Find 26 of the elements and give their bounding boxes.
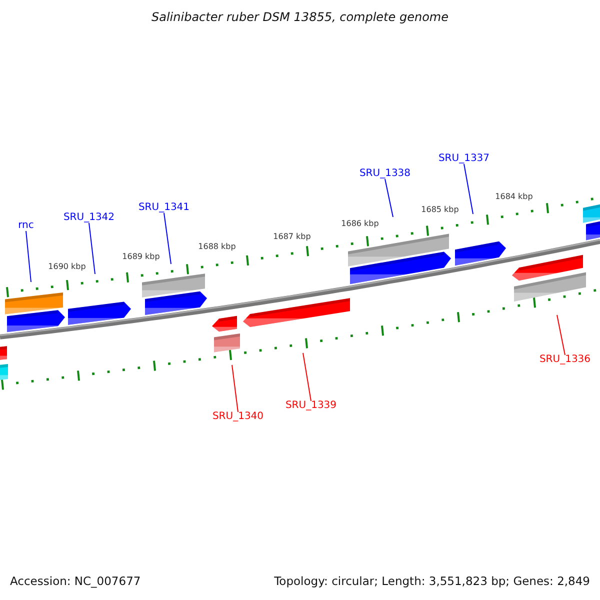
leader-line (164, 212, 172, 264)
scale-label: 1684 kbp (495, 192, 533, 202)
leader-line (302, 352, 312, 402)
leader-line (556, 314, 566, 356)
leader-line (26, 230, 32, 282)
scale-label: 1685 kbp (421, 205, 459, 215)
gene-label: rnc (18, 220, 34, 232)
gene-label: SRU_1341 (138, 202, 190, 214)
gene-label: SRU_1340 (212, 411, 264, 423)
leader-line (464, 164, 474, 214)
gene-label: SRU_1342 (63, 212, 115, 224)
gene-label: SRU_1337 (438, 153, 490, 165)
leader-line (384, 178, 394, 218)
scale-label: 1690 kbp (48, 262, 86, 272)
genome-info: Accession: NC_007677 (10, 574, 141, 588)
scale-label: 1687 kbp (273, 232, 311, 242)
gene-label: SRU_1339 (285, 400, 337, 412)
gene-label: SRU_1336 (539, 354, 591, 366)
leader-line (232, 364, 238, 412)
gene-label: SRU_1338 (359, 168, 411, 180)
scale-label: 1688 kbp (198, 242, 236, 252)
leader-line (88, 222, 96, 274)
scale-label: 1689 kbp (122, 252, 160, 262)
genome-info: Topology: circular; Length: 3,551,823 bp; Genes: 2,849 (274, 574, 590, 588)
scale-label: 1686 kbp (341, 219, 379, 229)
title: Salinibacter ruber DSM 13855, complete genome (150, 10, 450, 24)
